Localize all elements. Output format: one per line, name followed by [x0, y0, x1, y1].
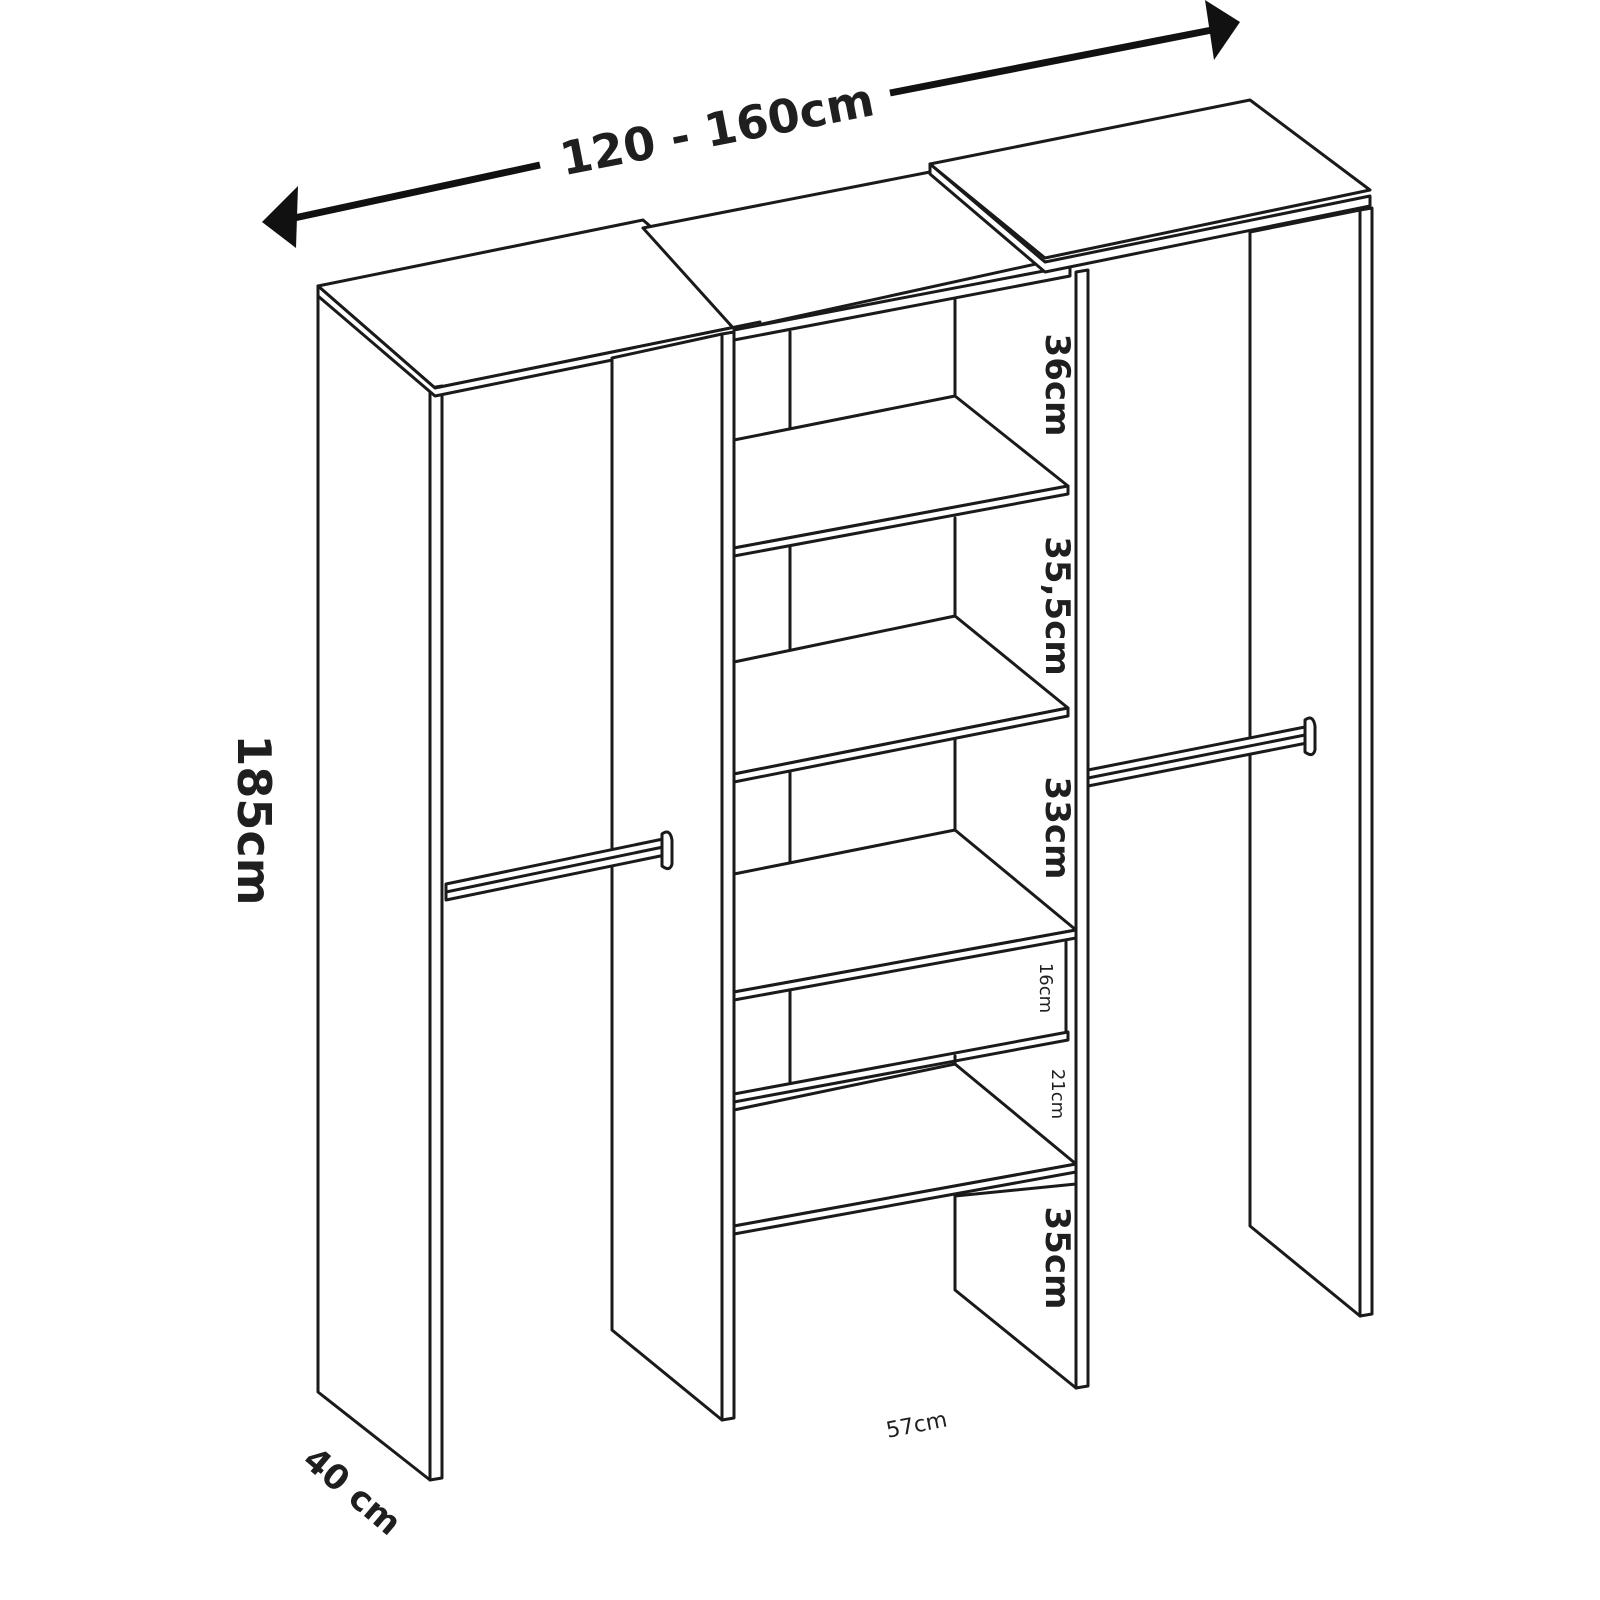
right-section [928, 162, 1374, 1390]
compartment-5-height-label: 21cm [1047, 1069, 1068, 1119]
rail-bracket-icon [1303, 716, 1317, 757]
right-top-board [928, 98, 1372, 260]
compartment-2-height-label: 35,5cm [1037, 536, 1077, 675]
compartment-3-height-label: 33cm [1037, 777, 1077, 880]
left-hanging-rail [444, 830, 674, 902]
left-outer-side-panel [316, 294, 432, 1482]
arrowhead-right-icon [1205, 0, 1240, 60]
depth-label: 40 cm [295, 1439, 409, 1543]
width-dimension-arrow [262, 0, 1240, 248]
left-front-edge [428, 384, 444, 1482]
center-section [732, 264, 1078, 1390]
right-inner-divider-panel [1074, 268, 1090, 1390]
shelf-4 [732, 1030, 1070, 1104]
arrowhead-left-icon [262, 186, 298, 248]
right-back-divider-panel [1248, 208, 1362, 1318]
left-inner-divider-panel [610, 332, 724, 1422]
compartment-1-height-label: 36cm [1037, 334, 1077, 437]
compartment-4-height-label: 16cm [1035, 963, 1056, 1013]
right-hanging-rail [1086, 716, 1317, 788]
center-width-label: 57cm [884, 1407, 949, 1443]
compartment-6-height-label: 35cm [1037, 1207, 1077, 1310]
left-section [316, 284, 762, 1482]
total-width-label: 120 - 160cm [556, 72, 879, 186]
height-label: 185cm [227, 734, 281, 905]
left-inner-divider-edge [720, 330, 736, 1422]
right-outer-edge [1358, 206, 1374, 1318]
right-top-front-edge [928, 162, 1372, 274]
rail-bracket-icon [660, 830, 674, 871]
center-back-top [732, 264, 1072, 342]
